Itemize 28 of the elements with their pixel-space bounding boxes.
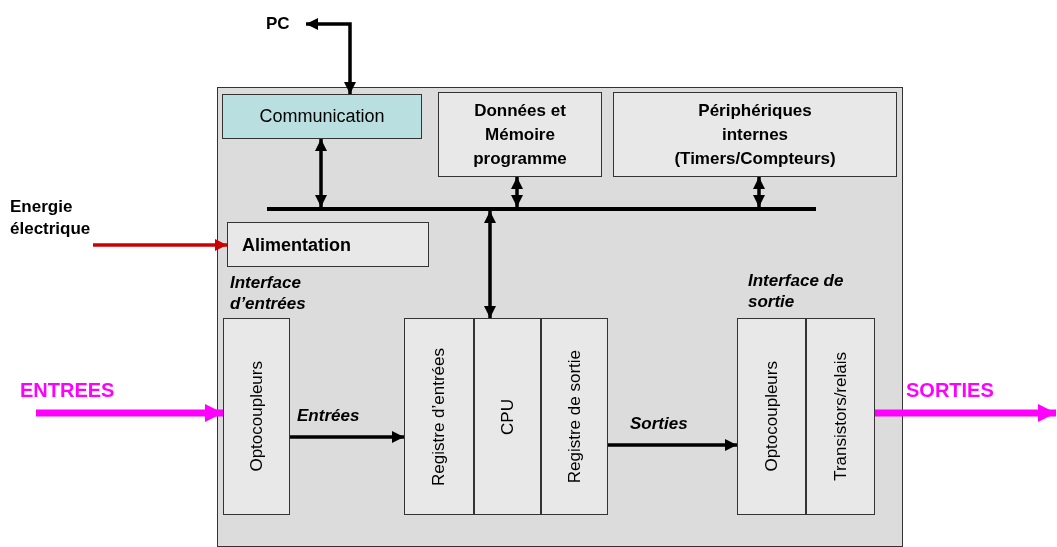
arrow bbox=[290, 431, 404, 443]
edge-label: Sorties bbox=[630, 414, 688, 434]
process-box: Optocoupleurs bbox=[223, 318, 290, 515]
process-box: Communication bbox=[222, 94, 422, 139]
process-box: CPU bbox=[474, 318, 541, 515]
edge-label: ENTREES bbox=[20, 379, 115, 402]
arrow bbox=[315, 139, 327, 207]
process-box: Périphériques internes (Timers/Compteurs) bbox=[613, 92, 897, 177]
process-box: Registre de sortie bbox=[541, 318, 608, 515]
arrow bbox=[875, 404, 1056, 422]
arrow bbox=[511, 177, 523, 207]
arrow bbox=[306, 18, 356, 94]
edge-label: SORTIES bbox=[906, 379, 994, 402]
arrow bbox=[608, 439, 737, 451]
arrow bbox=[484, 211, 496, 318]
section-heading: Interface de sortie bbox=[748, 270, 845, 312]
process-box: Registre d’entrées bbox=[404, 318, 474, 515]
arrow bbox=[93, 239, 227, 251]
text-label: PC bbox=[266, 13, 306, 35]
process-box: Optocoupleurs bbox=[737, 318, 806, 515]
edge-label: Entrées bbox=[297, 406, 360, 426]
controller-block bbox=[217, 87, 903, 547]
process-box: Données et Mémoire programme bbox=[438, 92, 602, 177]
arrow bbox=[753, 177, 765, 207]
text-label: Energie électrique bbox=[10, 196, 145, 245]
process-box: Transistors/relais bbox=[806, 318, 875, 515]
section-heading: Interface d’entrées bbox=[230, 272, 307, 314]
process-box: Alimentation bbox=[227, 222, 429, 267]
